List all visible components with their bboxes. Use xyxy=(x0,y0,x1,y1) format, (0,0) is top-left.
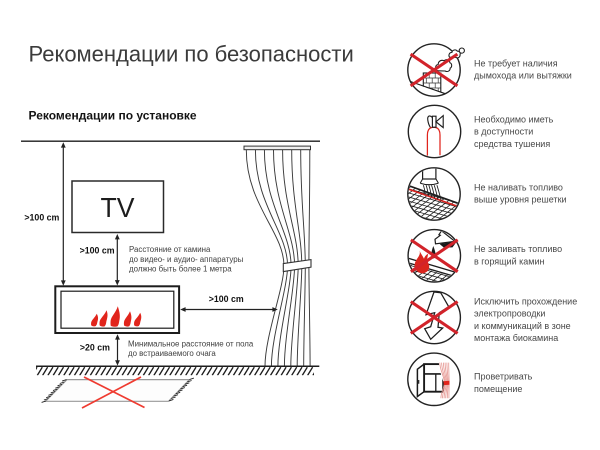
svg-text:TV: TV xyxy=(101,192,135,223)
svg-text:>100 cm: >100 cm xyxy=(209,294,244,304)
svg-text:>100 cm: >100 cm xyxy=(80,245,115,255)
svg-text:Рекомендации по безопасности: Рекомендации по безопасности xyxy=(29,41,354,66)
svg-text:>100 cm: >100 cm xyxy=(24,212,59,222)
svg-text:>20 cm: >20 cm xyxy=(80,343,110,353)
svg-text:Рекомендации по установке: Рекомендации по установке xyxy=(29,109,197,123)
